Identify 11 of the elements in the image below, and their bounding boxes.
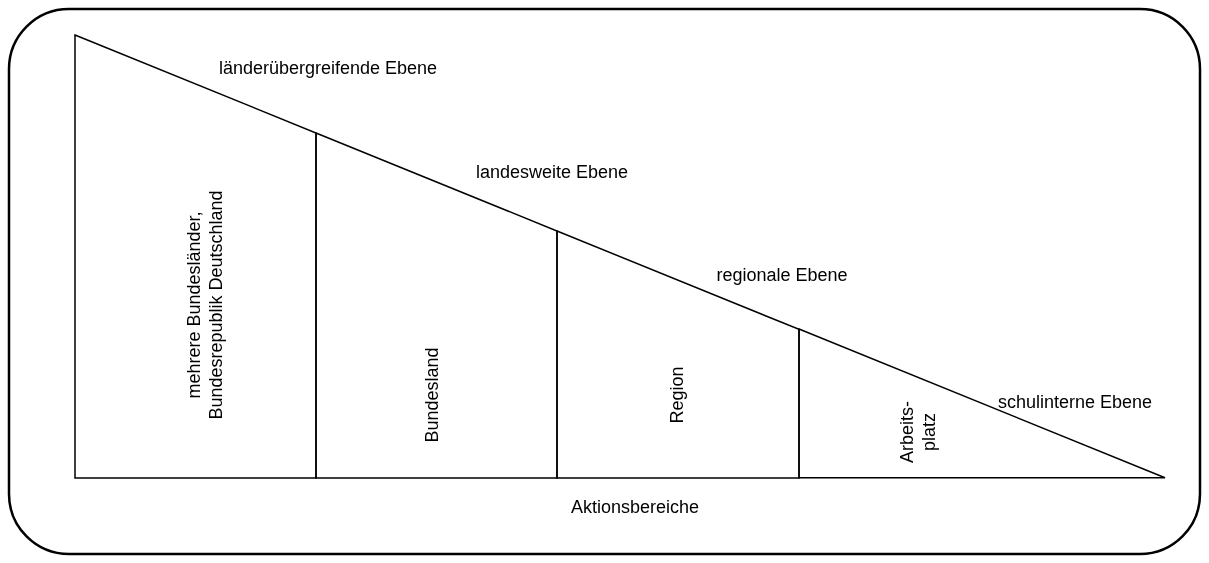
level-label: schulinterne Ebene [997,391,1153,413]
level-label: regionale Ebene [716,264,848,286]
triangle-section [557,230,799,478]
level-label: länderübergreifende Ebene [218,57,438,79]
section-label: Region [666,365,688,426]
level-label: landesweite Ebene [475,161,629,183]
section-label: mehrere Bundesländer, Bundesrepublik Deutschland [183,189,227,422]
triangle-section [799,329,1165,478]
axis-caption: Aktionsbereiche [570,496,700,518]
section-label: Arbeits- platz [896,400,940,465]
section-label: Bundesland [421,346,443,445]
